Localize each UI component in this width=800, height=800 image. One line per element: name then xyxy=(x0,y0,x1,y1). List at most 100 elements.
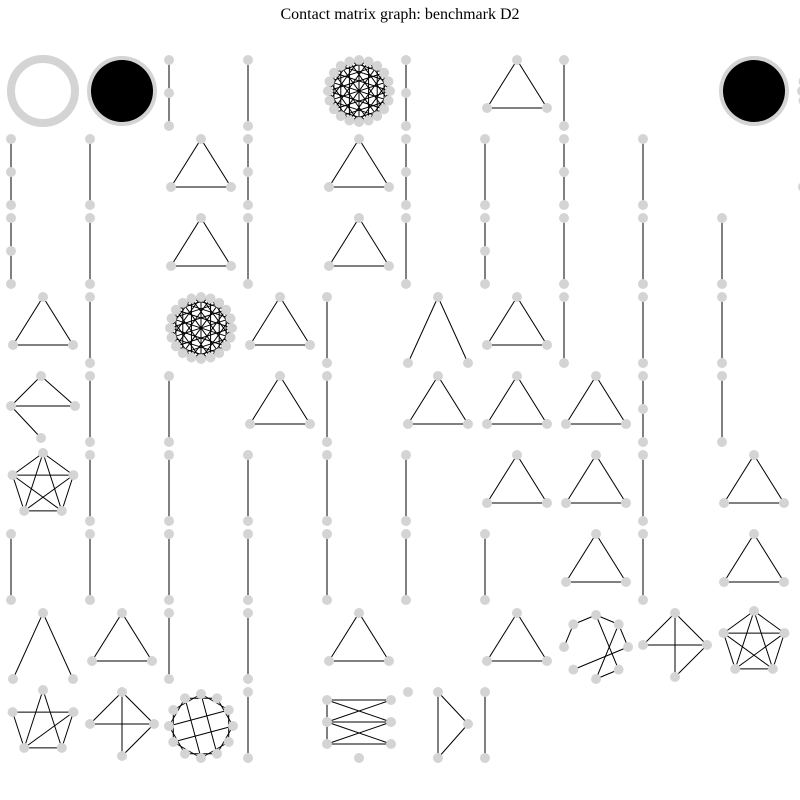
edge xyxy=(358,59,389,101)
node xyxy=(6,246,16,256)
node xyxy=(385,86,395,96)
component-path2 xyxy=(717,371,727,447)
edge xyxy=(10,405,42,439)
node xyxy=(638,529,648,539)
component-path2 xyxy=(638,529,648,605)
node xyxy=(559,642,569,652)
edge xyxy=(327,90,350,121)
component-ring-dense xyxy=(323,55,395,127)
component-path3 xyxy=(401,55,411,131)
node xyxy=(401,450,411,460)
node xyxy=(164,371,174,381)
node xyxy=(482,498,492,508)
component-triangle xyxy=(561,450,631,508)
node xyxy=(401,167,411,177)
node xyxy=(717,371,727,381)
node xyxy=(401,595,411,605)
node xyxy=(559,279,569,289)
component-triangle xyxy=(482,608,552,666)
node xyxy=(322,371,332,381)
edge xyxy=(91,612,123,662)
node xyxy=(275,371,285,381)
node xyxy=(87,656,97,666)
node xyxy=(328,104,339,115)
component-path3 xyxy=(6,213,16,289)
edge xyxy=(516,612,548,662)
node xyxy=(542,498,552,508)
component-path2 xyxy=(243,608,253,684)
component-path2 xyxy=(322,371,332,447)
component-heptagon-sparse xyxy=(559,610,633,684)
node xyxy=(354,608,364,618)
component-path2 xyxy=(480,687,490,763)
node xyxy=(85,279,95,289)
node xyxy=(482,419,492,429)
edge xyxy=(595,454,627,504)
component-broken-triangle xyxy=(6,371,80,443)
edge xyxy=(486,59,518,109)
component-triangle xyxy=(324,608,394,666)
edge xyxy=(169,309,227,329)
node xyxy=(779,498,789,508)
edge xyxy=(772,632,785,670)
node xyxy=(591,450,601,460)
node xyxy=(243,595,253,605)
node xyxy=(480,213,490,223)
node xyxy=(243,450,253,460)
component-path2 xyxy=(638,450,648,526)
node xyxy=(363,56,374,67)
component-path3 xyxy=(164,55,174,131)
node xyxy=(225,313,236,324)
node xyxy=(386,717,396,727)
edge xyxy=(175,298,211,347)
component-path2 xyxy=(85,450,95,526)
node xyxy=(670,608,680,618)
node xyxy=(275,292,285,302)
edge xyxy=(12,711,25,749)
edge xyxy=(753,610,785,634)
node xyxy=(401,88,411,98)
node xyxy=(512,55,522,65)
edge xyxy=(200,318,231,360)
node xyxy=(36,433,46,443)
edge xyxy=(182,302,231,319)
component-path2 xyxy=(243,450,253,526)
edge xyxy=(358,81,389,123)
edge xyxy=(333,72,391,92)
node xyxy=(117,751,127,761)
node xyxy=(384,656,394,666)
edge xyxy=(249,375,281,425)
node xyxy=(670,672,680,682)
edge xyxy=(12,612,44,680)
edge xyxy=(437,723,469,759)
node xyxy=(591,529,601,539)
node xyxy=(164,721,174,731)
edge xyxy=(486,454,518,504)
edge xyxy=(368,61,391,92)
component-path2 xyxy=(559,55,569,131)
node xyxy=(433,753,443,763)
edge xyxy=(349,108,385,121)
node xyxy=(196,134,206,144)
edge xyxy=(734,632,785,670)
node xyxy=(8,674,18,684)
component-ring-dense-black xyxy=(719,56,789,126)
node xyxy=(433,687,443,697)
component-triangle xyxy=(719,529,789,587)
edge xyxy=(175,298,211,311)
edge xyxy=(565,454,597,504)
edge xyxy=(191,298,227,311)
node xyxy=(363,115,374,126)
node xyxy=(401,55,411,65)
node xyxy=(730,663,741,674)
edge xyxy=(349,72,385,121)
edge xyxy=(437,296,469,364)
node xyxy=(621,498,631,508)
node xyxy=(749,606,759,616)
node xyxy=(322,739,332,749)
component-path2 xyxy=(85,371,95,447)
node xyxy=(591,674,601,684)
node xyxy=(559,121,569,131)
edge xyxy=(200,296,231,338)
ring-outline xyxy=(7,55,79,127)
